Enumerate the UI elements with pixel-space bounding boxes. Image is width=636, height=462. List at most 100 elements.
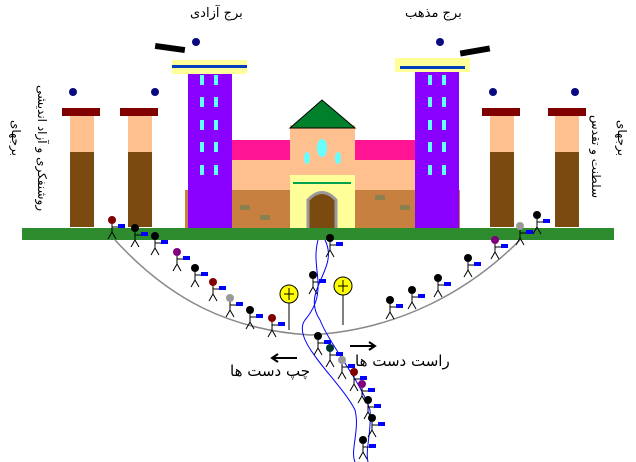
right-wingers-label: راست دست ها	[355, 352, 450, 370]
person-head	[268, 314, 276, 322]
person-body	[172, 256, 184, 272]
left-wingers-label: چپ دست ها	[230, 362, 310, 380]
person-head	[151, 232, 159, 240]
person-body	[349, 376, 361, 392]
person-body	[325, 242, 337, 258]
person-head	[326, 234, 334, 242]
flag-icon	[418, 294, 425, 298]
person-body	[245, 314, 257, 330]
person-body	[532, 219, 544, 235]
person-body	[337, 364, 349, 380]
flag-icon	[278, 322, 285, 326]
person-body	[433, 282, 445, 298]
person-body	[515, 230, 527, 246]
small-tower	[482, 88, 520, 227]
person-head	[491, 236, 499, 244]
person-head	[173, 248, 181, 256]
river	[313, 239, 371, 462]
person-head	[108, 216, 116, 224]
flag-icon	[201, 272, 208, 276]
flag-icon	[543, 219, 550, 223]
person-head	[350, 368, 358, 376]
flag-icon	[336, 352, 343, 356]
person-body	[385, 304, 397, 320]
flag-icon	[236, 302, 243, 306]
grass	[22, 228, 614, 240]
river	[301, 239, 357, 462]
flag-icon	[348, 364, 355, 368]
person-body	[358, 444, 370, 460]
flag-icon	[501, 244, 508, 248]
person-head	[516, 222, 524, 230]
person-body	[267, 322, 279, 338]
small-towers	[62, 88, 586, 227]
flag-icon	[378, 422, 385, 426]
cross-sign	[333, 276, 353, 325]
person-head	[191, 264, 199, 272]
valley-curve	[114, 239, 521, 336]
person-head	[246, 306, 254, 314]
flag-icon	[219, 286, 226, 290]
flag-icon	[141, 232, 148, 236]
religion-tower	[395, 38, 491, 230]
flag-icon	[183, 256, 190, 260]
person-head	[434, 274, 442, 282]
right-towers-label-line1: برجهای	[615, 120, 629, 156]
person-body	[308, 279, 320, 295]
flag-icon	[368, 388, 375, 392]
person-head	[364, 396, 372, 404]
small-tower	[62, 88, 100, 227]
flag-icon	[324, 340, 331, 344]
person-body	[225, 302, 237, 318]
crowd	[107, 211, 550, 460]
person-head	[131, 224, 139, 232]
person-body	[490, 244, 502, 260]
person-head	[338, 356, 346, 364]
religion-tower-label: برج مذهب	[405, 6, 462, 21]
person-head	[358, 380, 366, 388]
flag-icon	[444, 282, 451, 286]
arrow-left-icon	[270, 353, 297, 363]
person-head	[326, 344, 334, 352]
freedom-tower	[154, 38, 247, 230]
person-body	[313, 340, 325, 356]
person-head	[533, 211, 541, 219]
left-towers-label-line2: روشنفکری و آزاد اندیشی	[35, 85, 49, 212]
person-head	[309, 271, 317, 279]
flag-icon	[336, 242, 343, 246]
flag-icon	[474, 262, 481, 266]
person-body	[190, 272, 202, 288]
flag-icon	[396, 304, 403, 308]
person-body	[130, 232, 142, 248]
person-body	[107, 224, 119, 240]
flag-icon	[118, 224, 125, 228]
person-head	[314, 332, 322, 340]
small-tower	[548, 88, 586, 227]
flag-icon	[360, 376, 367, 380]
person-head	[368, 414, 376, 422]
person-body	[367, 422, 379, 438]
person-body	[208, 286, 220, 302]
person-body	[463, 262, 475, 278]
person-head	[359, 436, 367, 444]
person-head	[209, 278, 217, 286]
left-towers-label-line1: برجهای	[9, 120, 23, 156]
flag-icon	[161, 240, 168, 244]
person-body	[150, 240, 162, 256]
right-towers-label-line2: سلطنت و تقدس	[589, 115, 603, 199]
flag-icon	[374, 404, 381, 408]
small-tower	[120, 88, 159, 227]
flag-icon	[526, 230, 533, 234]
person-head	[226, 294, 234, 302]
flag-icon	[256, 314, 263, 318]
person-body	[325, 352, 337, 368]
person-body	[407, 294, 419, 310]
flag-icon	[319, 279, 326, 283]
person-head	[464, 254, 472, 262]
person-head	[386, 296, 394, 304]
main-castle	[185, 99, 460, 232]
arrow-right-icon	[350, 341, 377, 351]
cross-sign	[279, 284, 299, 330]
